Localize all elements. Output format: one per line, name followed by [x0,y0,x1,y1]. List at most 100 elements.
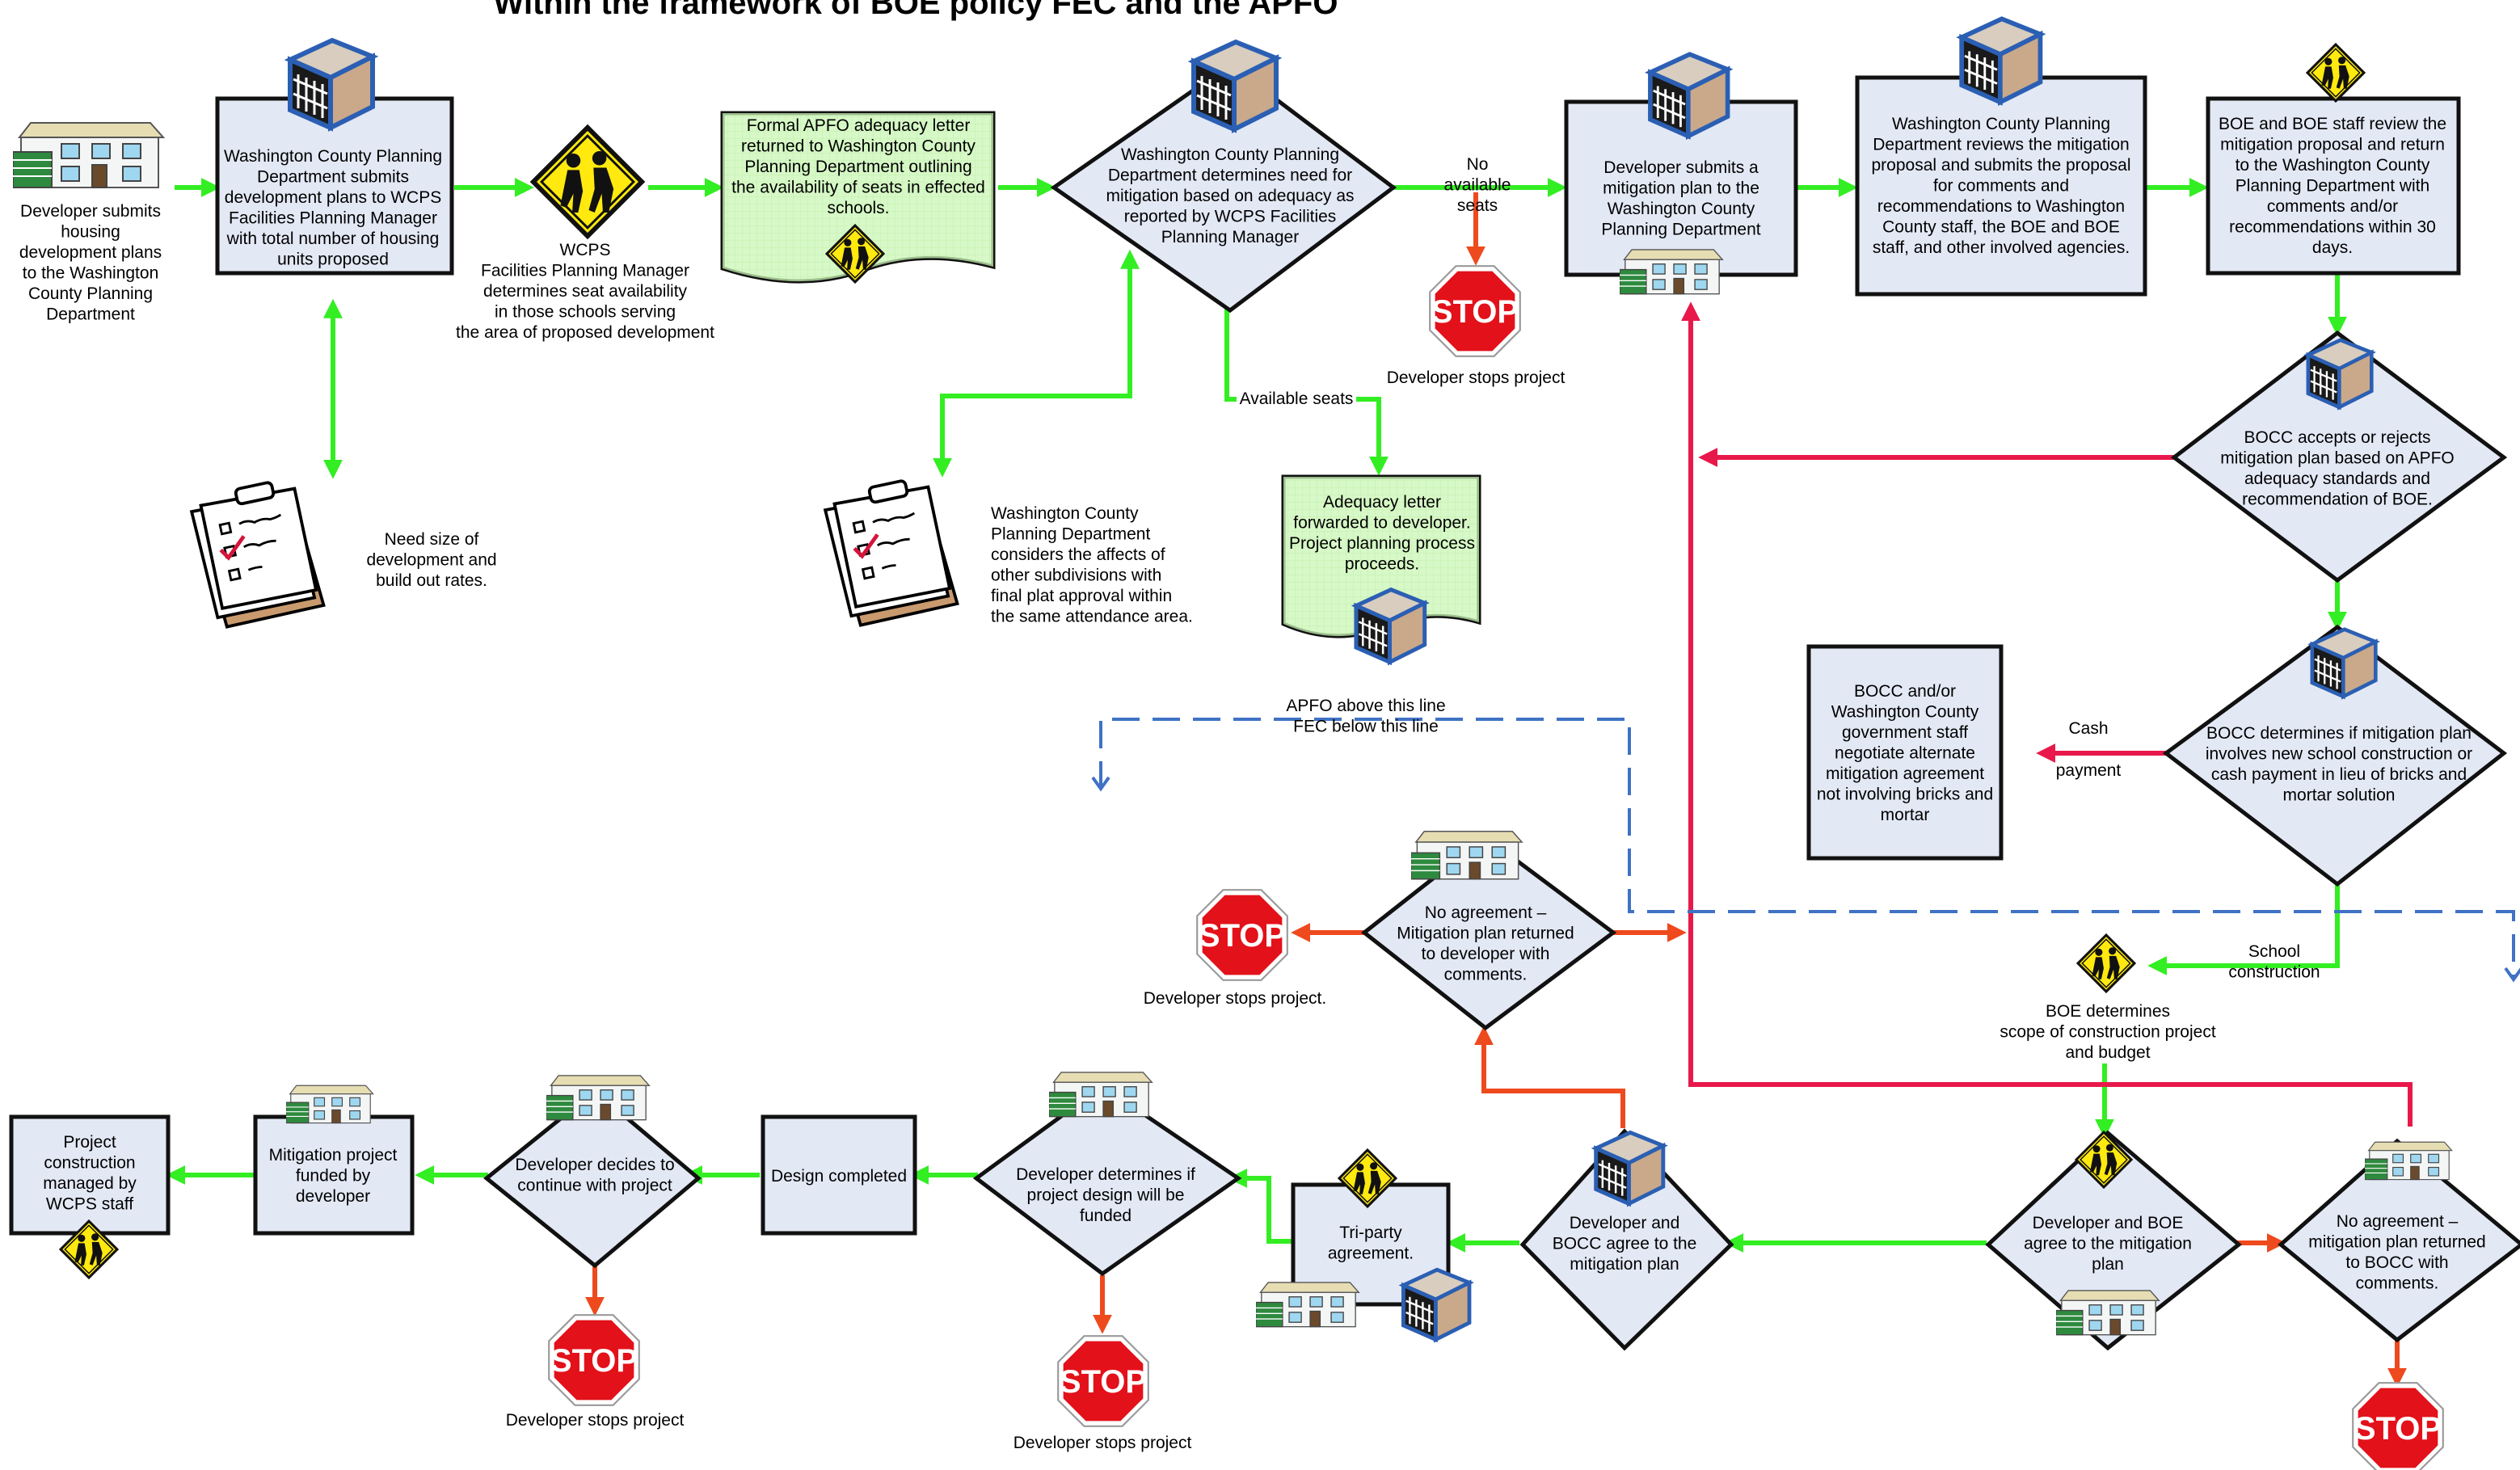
label-line: School [2248,942,2300,961]
label-line: for comments and [1933,177,2069,196]
svg-text:STOP: STOP [550,1343,638,1379]
label-line: comments. [2356,1274,2439,1293]
diamond-developer-bocc [1519,1128,1734,1351]
label-line: mitigation plan [1570,1255,1679,1274]
label-line: Developer submits [20,202,161,221]
diamond-no-agreement-developer [1360,834,1617,1031]
label-line: and budget [2065,1043,2150,1062]
house-icon [286,1085,374,1124]
label-line: Planning Department outlining [744,158,971,176]
box-design-completed [761,1114,917,1236]
box-county-reviews [1855,75,2147,297]
label-line: No [1467,155,1489,174]
clipboard-checklist-icon [192,482,323,626]
label-line: determines seat availability [483,282,688,301]
label-line: project design will be [1027,1186,1185,1205]
label-line: Department determines need for [1108,166,1352,185]
label-line: reported by WCPS Facilities [1124,208,1337,226]
label-line: mitigation proposal and return [2220,136,2445,154]
svg-text:STOP: STOP [1060,1364,1147,1400]
label-line: WCPS [560,241,611,259]
box-county-submits [215,96,454,276]
label-line: agreement. [1328,1245,1414,1263]
label-line: in those schools serving [495,303,676,322]
box-mitigation-funded [253,1114,415,1236]
svg-text:STOP: STOP [2354,1411,2442,1447]
label-developer-stops-2: Developer stops project. [1144,989,1326,1008]
label-line: funded [1080,1207,1131,1225]
diamond-developer-decides [483,1088,702,1269]
label-line: development plans to WCPS [225,188,441,207]
label-line: forwarded to developer. [1293,514,1470,533]
connectors [166,178,2520,1388]
diamond-developer-boe [1985,1130,2242,1351]
label-cash: Cash [2068,719,2108,738]
label-line: to developer with [1422,945,1550,963]
svg-text:STOP: STOP [1199,918,1286,954]
label-line: FEC below this line [1293,718,1439,736]
label-line: Developer and BOE [2033,1214,2184,1232]
building-cube-icon [290,40,373,128]
label-line: scope of construction project [2000,1023,2215,1042]
label-line: WCPS staff [46,1195,133,1214]
label-line: build out rates. [376,571,487,590]
label-line: Mitigation project [269,1146,398,1165]
label-bocc-accepts: BOCC accepts or rejects mitigation plan b… [2220,428,2455,509]
label-line: Mitigation plan returned [1397,925,1574,943]
building-cube-icon [1962,19,2040,102]
label-line: proposal and submits the proposal [1871,156,2130,175]
label-line: mortar solution [2283,786,2396,805]
label-developer-stops-3: Developer stops project [506,1411,685,1430]
label-line: recommendations within 30 [2229,218,2436,237]
label-line: to the Washington County [2236,156,2430,175]
label-line: staff, and other involved agencies. [1873,238,2130,257]
house-icon [2056,1290,2160,1336]
apfo-fec-boundary-line [1099,718,2515,979]
label-line: units proposed [277,251,389,269]
label-line: seats [1457,196,1498,215]
stop-sign-icon: STOP [548,1314,640,1406]
label-line: comments. [1444,966,1528,984]
label-line: mitigation plan based on APFO [2220,449,2455,468]
label-line: BOCC accepts or rejects [2244,428,2430,447]
stop-sign-icon: STOP [1429,265,1521,357]
arrow-bocc-agree-back [1474,1026,1625,1128]
label-line: No agreement – [1425,903,1547,922]
label-line: Facilities Planning Manager [229,209,437,228]
building-cube-icon [1403,1270,1469,1339]
label-line: to the Washington [23,264,159,283]
label-line: mitigation based on adequacy as [1106,187,1354,205]
building-cube-icon [1194,42,1276,129]
label-line: BOE determines [2046,1002,2170,1021]
diamond-no-agreement-bocc [2278,1138,2520,1343]
label-line: final plat approval within [991,587,1172,605]
label-line: continue with project [517,1177,672,1195]
stop-sign-icon: STOP [1196,889,1288,981]
label-line: Developer and [1570,1214,1680,1232]
label-line: negotiate alternate [1835,744,1975,763]
label-line: funded by [296,1167,371,1186]
label-line: Project [63,1133,116,1152]
label-line: government staff [1842,723,1968,742]
label-line: Washington County Planning [1892,115,2110,133]
label-line: adequacy standards and [2244,470,2430,488]
building-cube-icon [2308,340,2371,407]
label-line: County Planning [28,284,153,303]
label-developer-stops-1: Developer stops project [1387,369,1566,387]
label-line: the same attendance area. [991,608,1193,626]
label-line: Need size of [385,530,479,549]
label-line: the area of proposed development [456,323,714,342]
clipboard-checklist-icon [825,480,957,625]
arrow-determine-clipboard-loop [933,249,1140,478]
